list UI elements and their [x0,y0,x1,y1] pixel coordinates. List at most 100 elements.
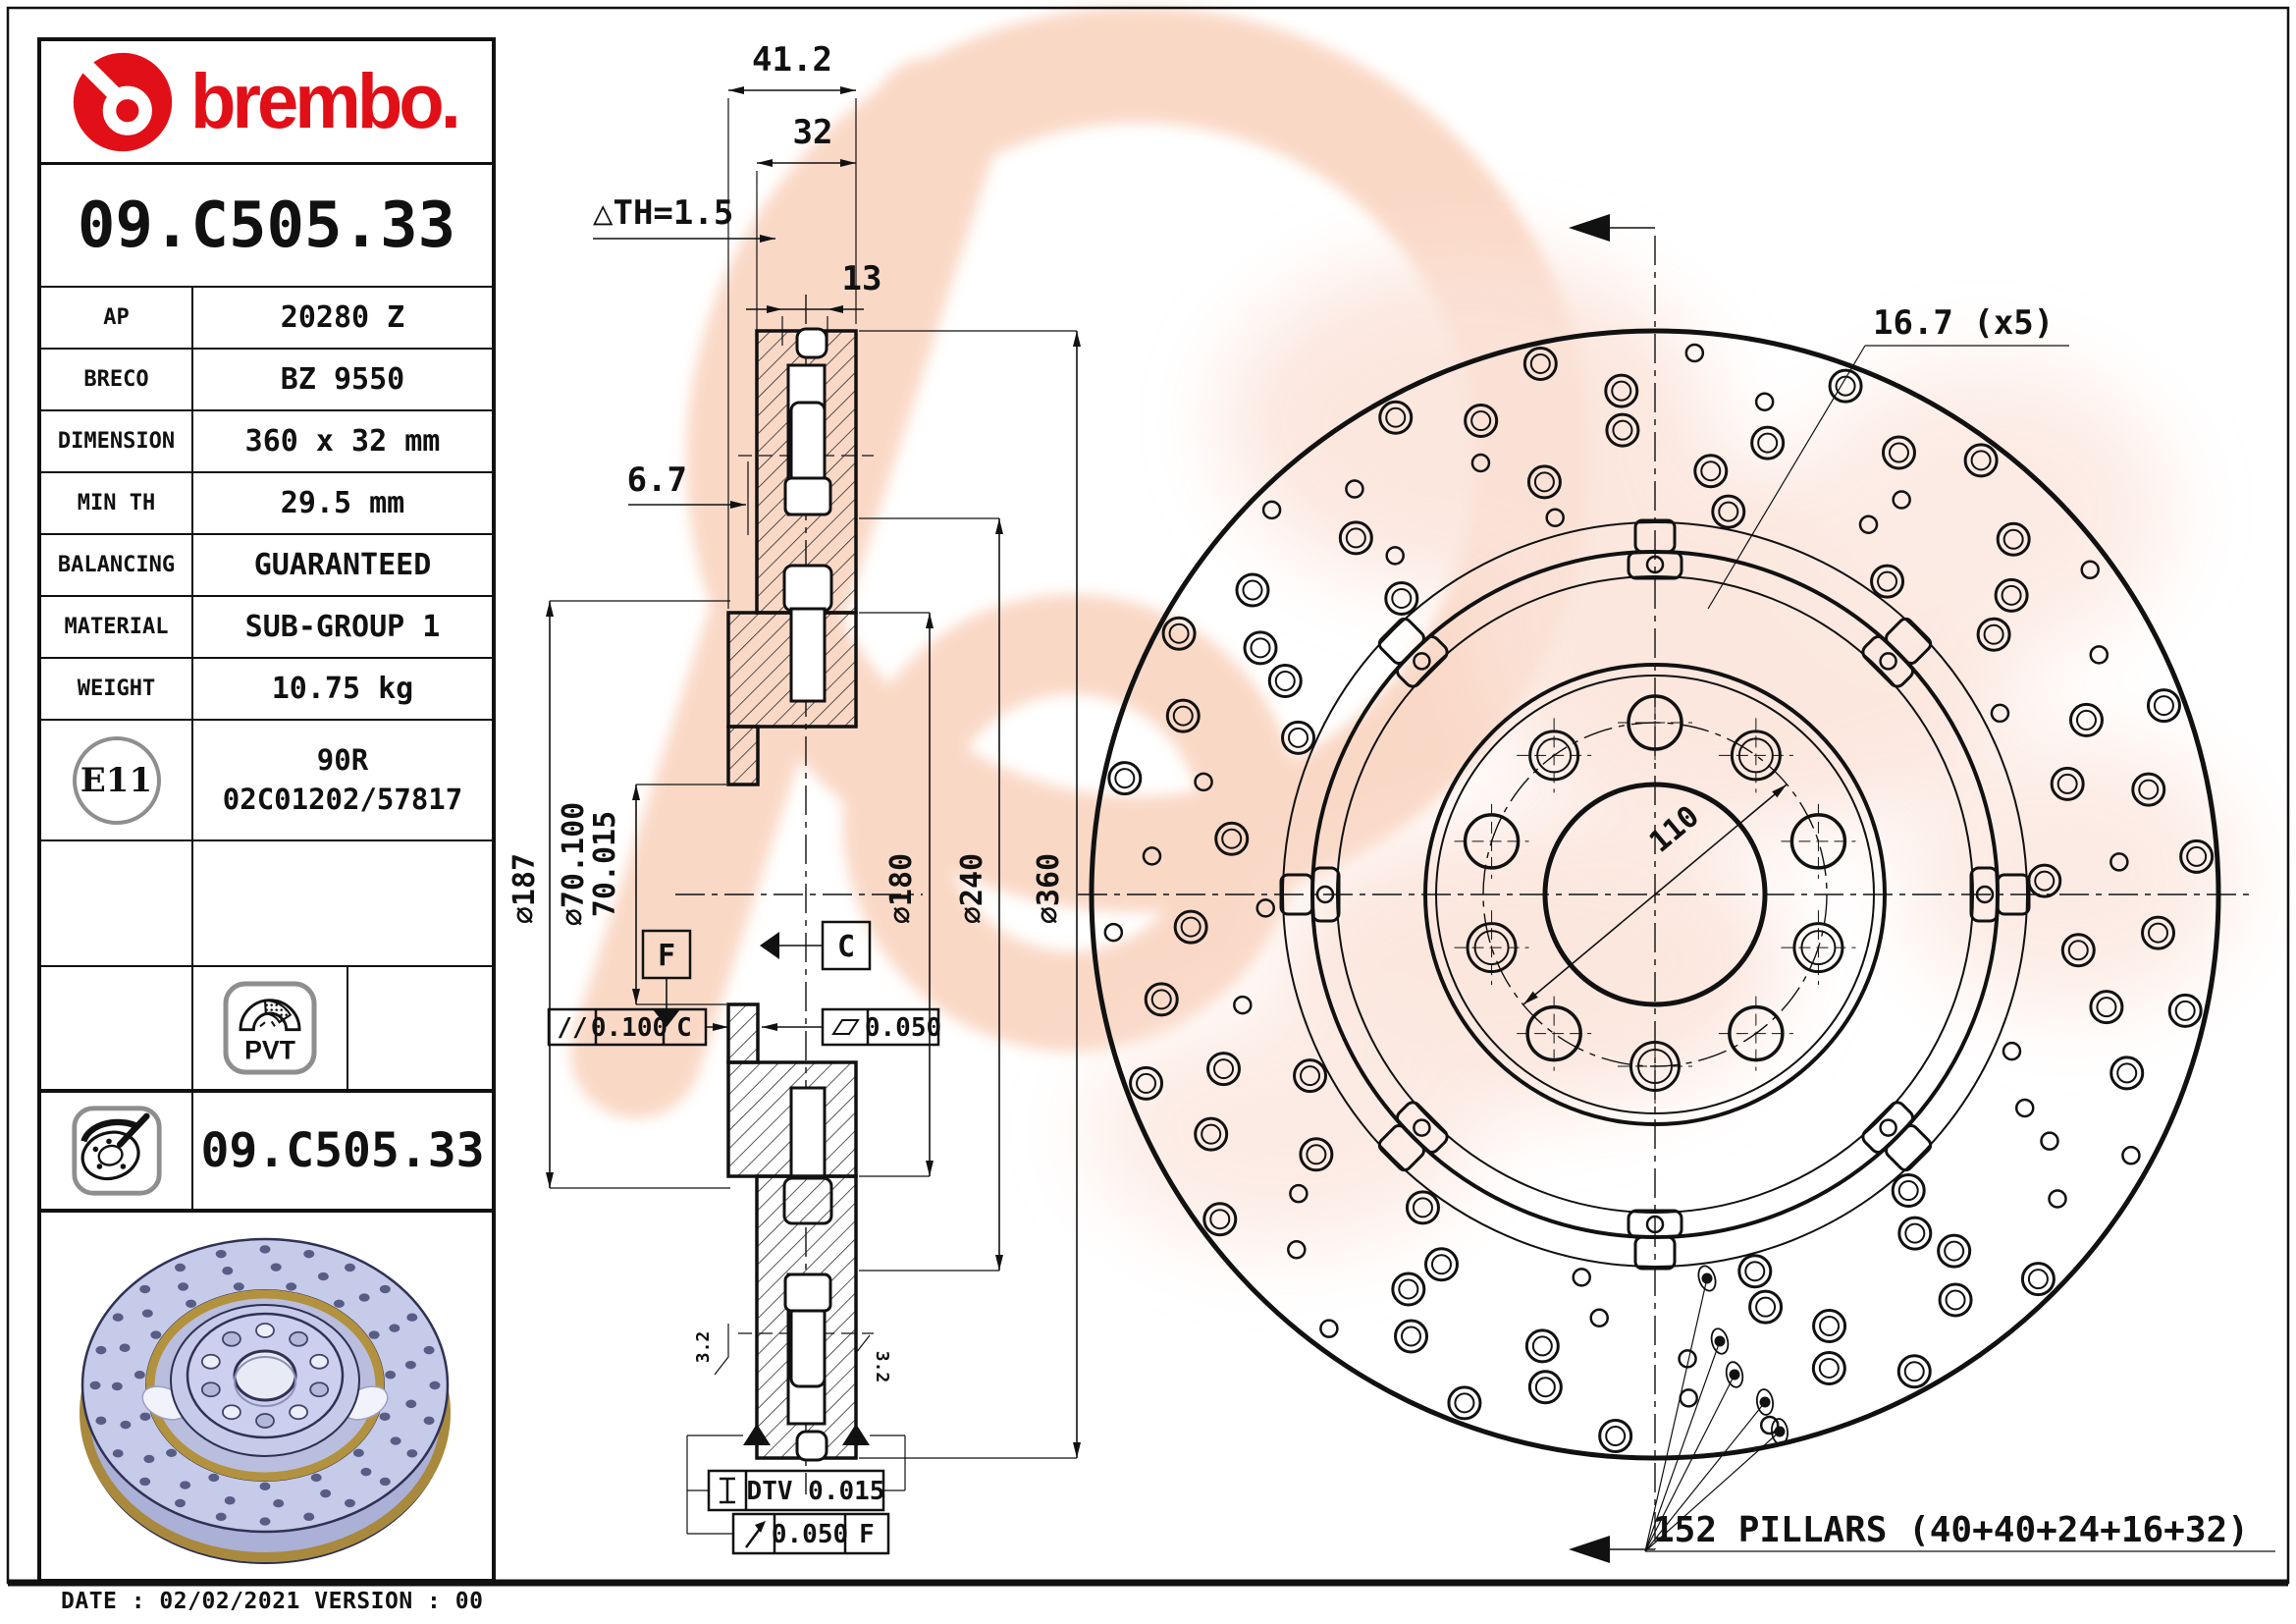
spec-row-weight: WEIGHT 10.75 kg [41,657,492,719]
svg-text:C: C [676,1013,692,1043]
band-outer-circle [1282,521,2028,1268]
dim-32-label: 32 [793,113,833,152]
dia-70-label-1: ⌀70.100 [557,802,591,926]
surface-finish-right: 3.2 [855,1334,892,1386]
pillars-note: 152 PILLARS (40+40+24+16+32) [1644,1265,2275,1552]
svg-text:F: F [859,1520,875,1549]
spec-row-ap: AP 20280 Z [41,286,492,348]
spec-row-material: MATERIAL SUB-GROUP 1 [41,595,492,657]
e11-mark: E11 [72,735,161,825]
svg-text://: // [557,1013,587,1043]
bobbin-pin-bottom [789,1304,827,1388]
part-number-repeat: 09.C505.33 [200,1123,485,1178]
svg-text:DTV 0.015: DTV 0.015 [747,1477,885,1506]
front-view: 110 16.7 (x5) 152 PILLARS (40+40 [1078,214,2275,1563]
pvt-row: PVT [41,965,492,1089]
disc-outer-edge [1089,328,2221,1461]
spec-value: BZ 9550 [280,362,405,397]
spec-label: MIN TH [41,473,193,533]
dim-41-2-label: 41.2 [752,40,832,80]
spec-value: 29.5 mm [280,486,405,520]
spec-label: BALANCING [41,535,193,595]
dim-41-2: 41.2 [727,40,857,609]
svg-text:3.2: 3.2 [693,1331,714,1364]
pvt-icon: PVT [223,981,317,1075]
spec-row-min-th: MIN TH 29.5 mm [41,471,492,533]
view-arrow-top [1569,214,1655,242]
svg-text:3.2: 3.2 [872,1351,892,1383]
hole-note: 16.7 (x5) [1707,303,2069,610]
dia-187-label: ⌀187 [507,853,542,924]
svg-text:0.050: 0.050 [865,1013,941,1043]
date-version-line: DATE : 02/02/2021 VERSION : 00 [61,1589,484,1614]
dim-32: 32 [756,113,856,361]
bobbin-pin-top [789,401,827,485]
dim-6-7-label: 6.7 [627,460,687,500]
part-number-text: 09.C505.33 [77,189,456,262]
brembo-watermark [570,7,2238,1247]
wheel-bolt-top [782,564,833,613]
dia-70-label-2: 70.015 [588,811,622,917]
flatness-frame: 0.050 [762,1007,941,1047]
hole-note-label: 16.7 (x5) [1873,303,2054,343]
dia-180-label: ⌀180 [884,853,919,924]
dim-dia-70: ⌀70.100 70.015 [557,784,726,1005]
spec-label: BRECO [41,350,193,409]
dim-6-7: 6.7 [627,460,749,535]
disc-cross-section [726,327,858,1462]
dim-dia-180: ⌀180 [859,612,934,1177]
drilled-holes-and-bobbins [1103,343,2215,1454]
spec-value: 360 x 32 mm [244,424,441,459]
disc-render-image [80,1237,451,1564]
brembo-logo-icon [73,52,173,151]
brand-header: brembo. [41,41,492,162]
spec-value: GUARANTEED [253,548,432,582]
flatness-symbol [831,1019,860,1035]
spec-row-breco: BRECO BZ 9550 [41,348,492,409]
title-block: brembo. 09.C505.33 AP 20280 Z BRECO BZ 9… [37,37,496,1583]
spec-value: 10.75 kg [271,672,414,706]
product-photo [41,1213,492,1577]
homologation-value: 90R 02C01202/57817 [193,721,492,839]
surface-finish-left: 3.2 [693,1324,729,1376]
dim-dia-360: ⌀360 [859,330,1081,1459]
spec-label: MATERIAL [41,597,193,657]
spec-label: WEIGHT [41,659,193,719]
svg-text:0.050: 0.050 [772,1520,848,1549]
homologation-line2: 02C01202/57817 [222,782,463,816]
spec-row-dimension: DIMENSION 360 x 32 mm [41,409,492,471]
spec-label: AP [41,288,193,348]
spec-row-balancing: BALANCING GUARANTEED [41,533,492,595]
spec-value: SUB-GROUP 1 [244,610,441,644]
datum-c: C [760,920,872,971]
dim-13: 13 [746,259,881,346]
view-arrow-bottom [1569,1536,1655,1563]
dim-13-label: 13 [842,259,882,298]
spec-label: DIMENSION [41,411,193,471]
sheet-frame [6,6,2290,1587]
disc-machining-icon [71,1106,162,1196]
svg-text:C: C [837,930,855,964]
svg-text:F: F [658,939,675,973]
dtv-frame: DTV 0.015 0.050 F [686,1424,906,1555]
svg-text:0.100: 0.100 [591,1013,667,1043]
part-number-repeat-row: 09.C505.33 [41,1089,492,1213]
part-number: 09.C505.33 [41,162,492,286]
dim-th-label: △TH=1.5 [593,193,733,233]
brembo-wordmark: brembo. [190,58,461,145]
dim-dia-240: ⌀240 [859,517,1003,1272]
spec-value: 20280 Z [280,300,405,335]
dia-240-label: ⌀240 [955,853,989,924]
section-view: 41.2 32 △TH=1.5 13 6.7 [507,40,1081,1555]
bell-edge [1423,663,1887,1126]
empty-row [41,839,492,965]
pvt-label: PVT [244,1036,295,1065]
parallelism-frame: // 0.100 C [547,1007,728,1047]
dim-th: △TH=1.5 [593,193,775,243]
homologation-line1: 90R [316,743,369,778]
pillars-note-label: 152 PILLARS (40+40+24+16+32) [1653,1510,2249,1550]
dia-360-label: ⌀360 [1032,853,1066,924]
homologation-row: E11 90R 02C01202/57817 [41,719,492,839]
